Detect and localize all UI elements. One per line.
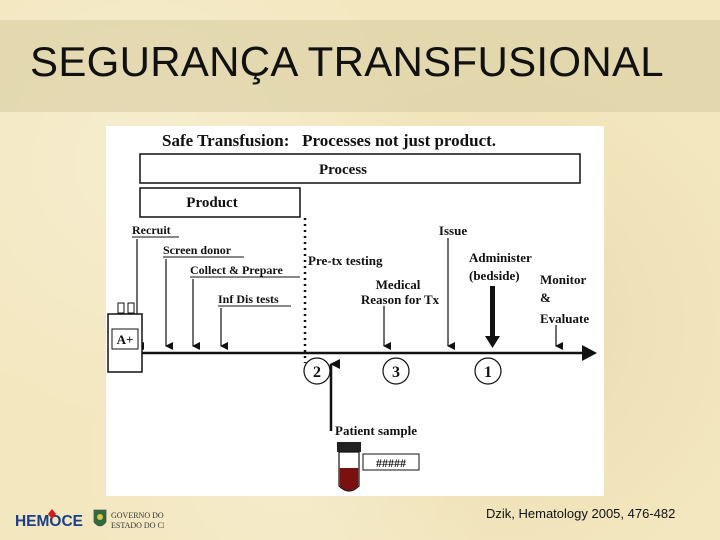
step-inf-dis-tests: Inf Dis tests [218,292,279,306]
ceara-logo-line1: GOVERNO DO [111,511,164,520]
tube-label: ##### [376,456,406,470]
step-issue: Issue [439,223,467,238]
product-box [139,187,301,218]
hemoce-logo-text: HEMOCE [15,513,83,530]
step-and: & [540,290,551,305]
step-collect-prepare: Collect & Prepare [190,263,284,277]
step-bedside: (bedside) [469,268,520,283]
administer-arrow [490,286,495,336]
product-label: Product [186,195,237,211]
patient-sample-label: Patient sample [335,423,417,438]
process-box [139,153,581,184]
transfusion-process-diagram: Safe Transfusion: Processes not just pro… [106,126,604,496]
step-reason-for-tx: Reason for Tx [361,292,440,307]
checkpoint-circles [303,357,502,385]
diagram-heading: Safe Transfusion: Processes not just pro… [162,131,496,150]
step-administer: Administer [469,250,532,265]
step-recruit: Recruit [132,223,171,237]
ceara-logo-line2: ESTADO DO CEARÁ [111,520,164,530]
slide-title: SEGURANÇA TRANSFUSIONAL [30,38,664,85]
step-screen-donor: Screen donor [163,243,232,257]
administer-arrow-head [485,336,500,348]
hemoce-logo: HEMOCE [15,509,83,530]
checkpoint-2: 2 [313,364,321,381]
checkpoint-1: 1 [484,364,492,381]
process-label: Process [319,162,367,178]
timeline-arrow-head [582,345,597,361]
ceara-government-logo: GOVERNO DO ESTADO DO CEARÁ [93,509,164,530]
blood-bag-label: A+ [117,332,134,347]
step-evaluate: Evaluate [540,311,589,326]
sample-tube-icon [337,442,420,492]
step-medical: Medical [376,277,421,292]
step-underlines [132,236,300,307]
checkpoint-3: 3 [392,364,400,381]
title-band [0,20,720,112]
step-pre-tx-testing: Pre-tx testing [308,253,383,268]
citation: Dzik, Hematology 2005, 476-482 [486,506,676,521]
blood-bag-icon [107,302,143,373]
step-monitor: Monitor [540,272,586,287]
